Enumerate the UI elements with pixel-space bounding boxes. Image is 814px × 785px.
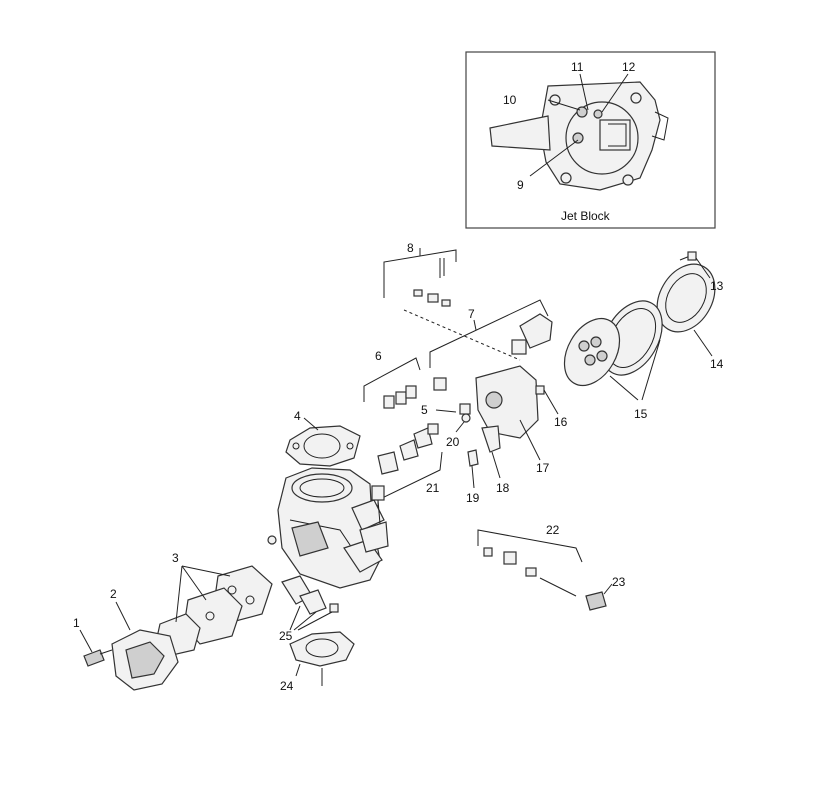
callout-25: 25: [279, 629, 293, 643]
part-4-gasket: 4: [285, 409, 361, 480]
pump-cover-group: 16 17 5 20 18 19: [421, 365, 568, 505]
carburetor-body: [267, 467, 389, 589]
callout-2: 2: [110, 587, 117, 601]
callout-17: 17: [536, 461, 550, 475]
callout-21: 21: [426, 481, 440, 495]
callout-9: 9: [517, 178, 524, 192]
inset-title: Jet Block: [561, 209, 611, 223]
callout-23: 23: [612, 575, 626, 589]
part-3-gaskets: 3: [155, 551, 273, 657]
part-22-23-group: 22 23: [477, 523, 626, 611]
callout-8: 8: [407, 241, 414, 255]
pump-diaphragm-stack: 13 14 15: [563, 251, 724, 421]
part-2-cover: 2: [110, 587, 179, 691]
callout-15: 15: [634, 407, 648, 421]
callout-7: 7: [468, 307, 475, 321]
part-25-jets: 25: [279, 575, 339, 643]
callout-20: 20: [446, 435, 460, 449]
callout-14: 14: [710, 357, 724, 371]
callout-1: 1: [73, 616, 80, 630]
callout-5: 5: [421, 403, 428, 417]
part-6-group: 6: [363, 349, 421, 409]
part-1-screw: 1: [73, 616, 113, 667]
callout-4: 4: [294, 409, 301, 423]
callout-13: 13: [710, 279, 724, 293]
callout-11: 11: [571, 60, 584, 74]
callout-10: 10: [503, 93, 517, 107]
callout-6: 6: [375, 349, 382, 363]
part-21-group: 21: [377, 423, 443, 516]
callout-3: 3: [172, 551, 179, 565]
part-7-group: 7: [429, 299, 553, 368]
part-24-gasket: 24: [280, 631, 355, 693]
jet-block-inset: 10 11 12 9 Jet Block: [465, 51, 716, 229]
callout-12: 12: [622, 60, 636, 74]
part-8-group: 8: [383, 241, 521, 361]
callout-24: 24: [280, 679, 294, 693]
callout-16: 16: [554, 415, 568, 429]
callout-22: 22: [546, 523, 560, 537]
callout-19: 19: [466, 491, 480, 505]
callout-18: 18: [496, 481, 510, 495]
